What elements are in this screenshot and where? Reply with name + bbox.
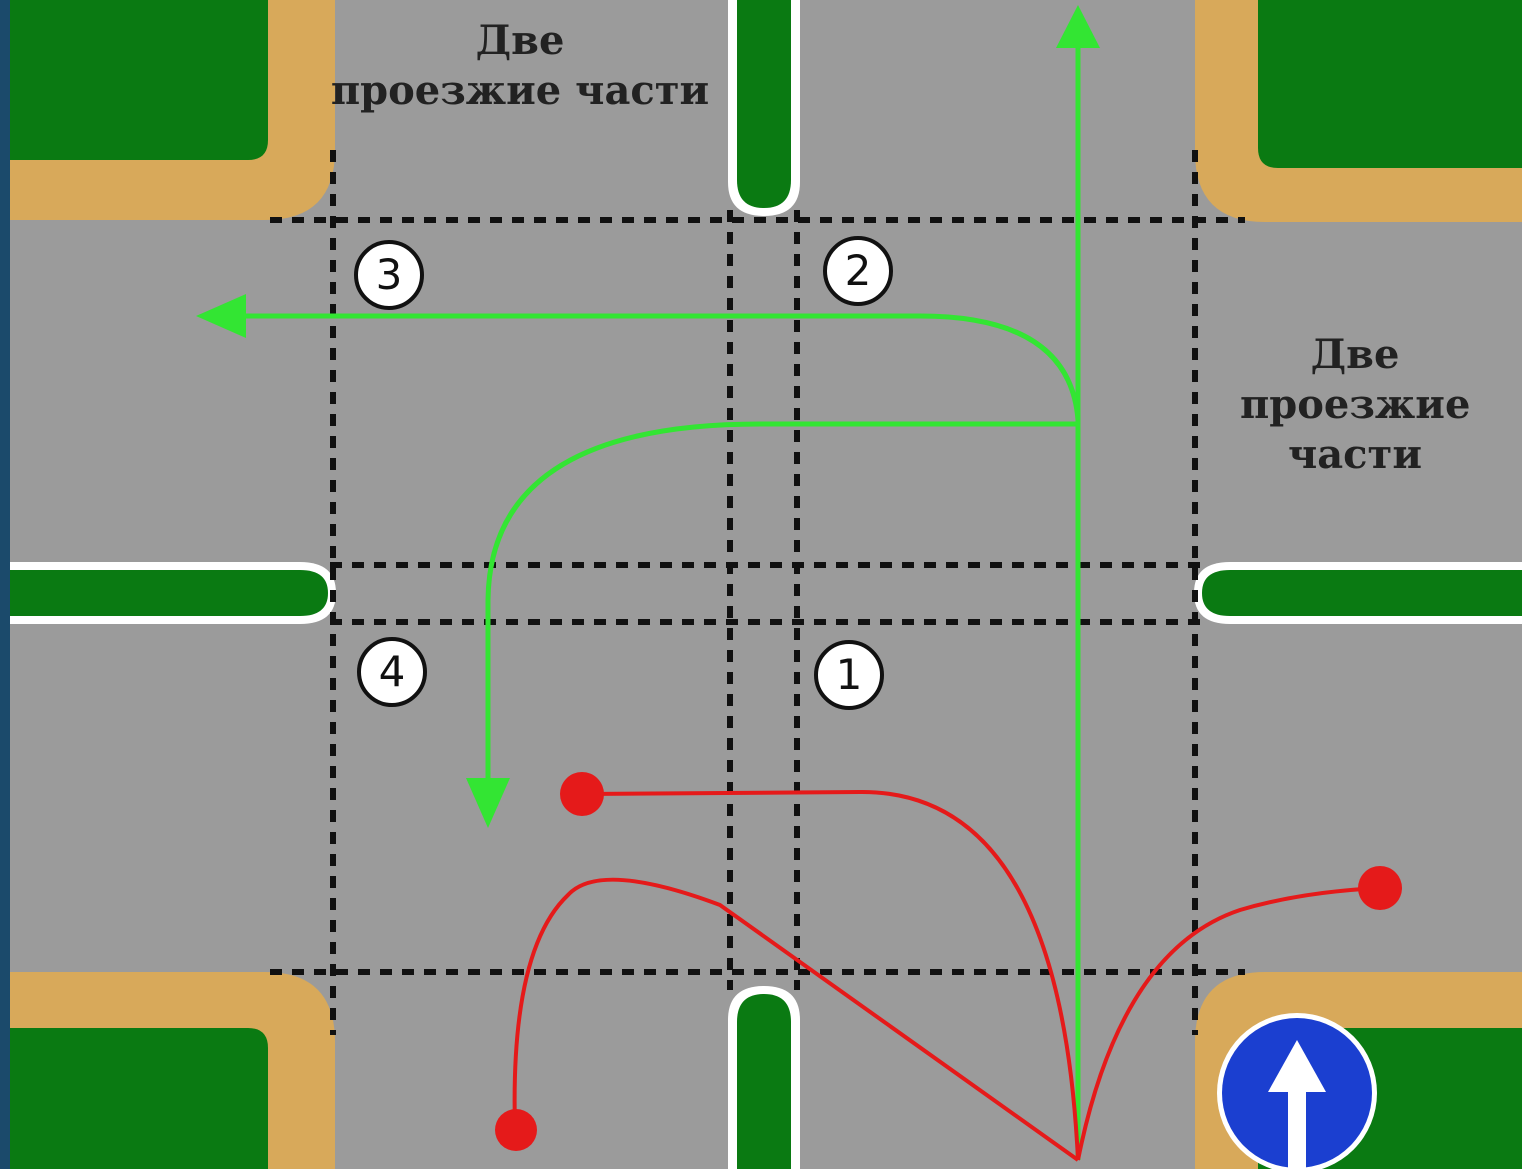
caption-top-line2: проезжие части bbox=[330, 67, 710, 114]
median-top bbox=[728, 0, 800, 216]
green-arrow-icon bbox=[1056, 5, 1100, 48]
forbidden-path-u-turn bbox=[512, 877, 1080, 1162]
allowed-arrowheads bbox=[196, 5, 1100, 828]
forbidden-path-left-near bbox=[584, 789, 1080, 1161]
median-left bbox=[10, 562, 336, 624]
dashed-boundaries bbox=[270, 150, 1245, 1035]
caption-top-line1: Две bbox=[475, 17, 565, 64]
zone-label-2: 2 bbox=[823, 236, 893, 306]
red-dot-icon bbox=[560, 772, 604, 816]
path-u-turn bbox=[485, 421, 1078, 790]
red-dot-icon bbox=[1358, 866, 1402, 910]
path-left-turn-far bbox=[240, 313, 1081, 421]
corner-top-left bbox=[10, 0, 335, 220]
zone-label-4: 4 bbox=[357, 637, 427, 707]
forbidden-paths bbox=[512, 789, 1381, 1162]
allowed-paths bbox=[240, 40, 1081, 1160]
zone-label-1: 1 bbox=[814, 640, 884, 710]
straight-only-sign-icon bbox=[1217, 1013, 1377, 1169]
zone-label-3: 3 bbox=[354, 240, 424, 310]
caption-top: Две проезжие части bbox=[330, 16, 710, 116]
red-dot-icon bbox=[495, 1109, 537, 1151]
forbidden-endpoints bbox=[495, 772, 1402, 1151]
caption-right-line3: части bbox=[1287, 431, 1422, 478]
green-arrow-icon bbox=[196, 294, 246, 338]
corner-bottom-left bbox=[10, 972, 335, 1169]
median-right bbox=[1194, 562, 1522, 624]
green-arrow-icon bbox=[466, 778, 510, 828]
caption-right-line1: Две bbox=[1310, 331, 1400, 378]
frame-strip bbox=[0, 0, 10, 1169]
caption-right-line2: проезжие bbox=[1240, 381, 1471, 428]
median-bottom bbox=[728, 986, 800, 1169]
forbidden-path-right bbox=[1076, 886, 1381, 1161]
corner-top-right bbox=[1195, 0, 1522, 222]
caption-right: Две проезжие части bbox=[1240, 330, 1470, 480]
